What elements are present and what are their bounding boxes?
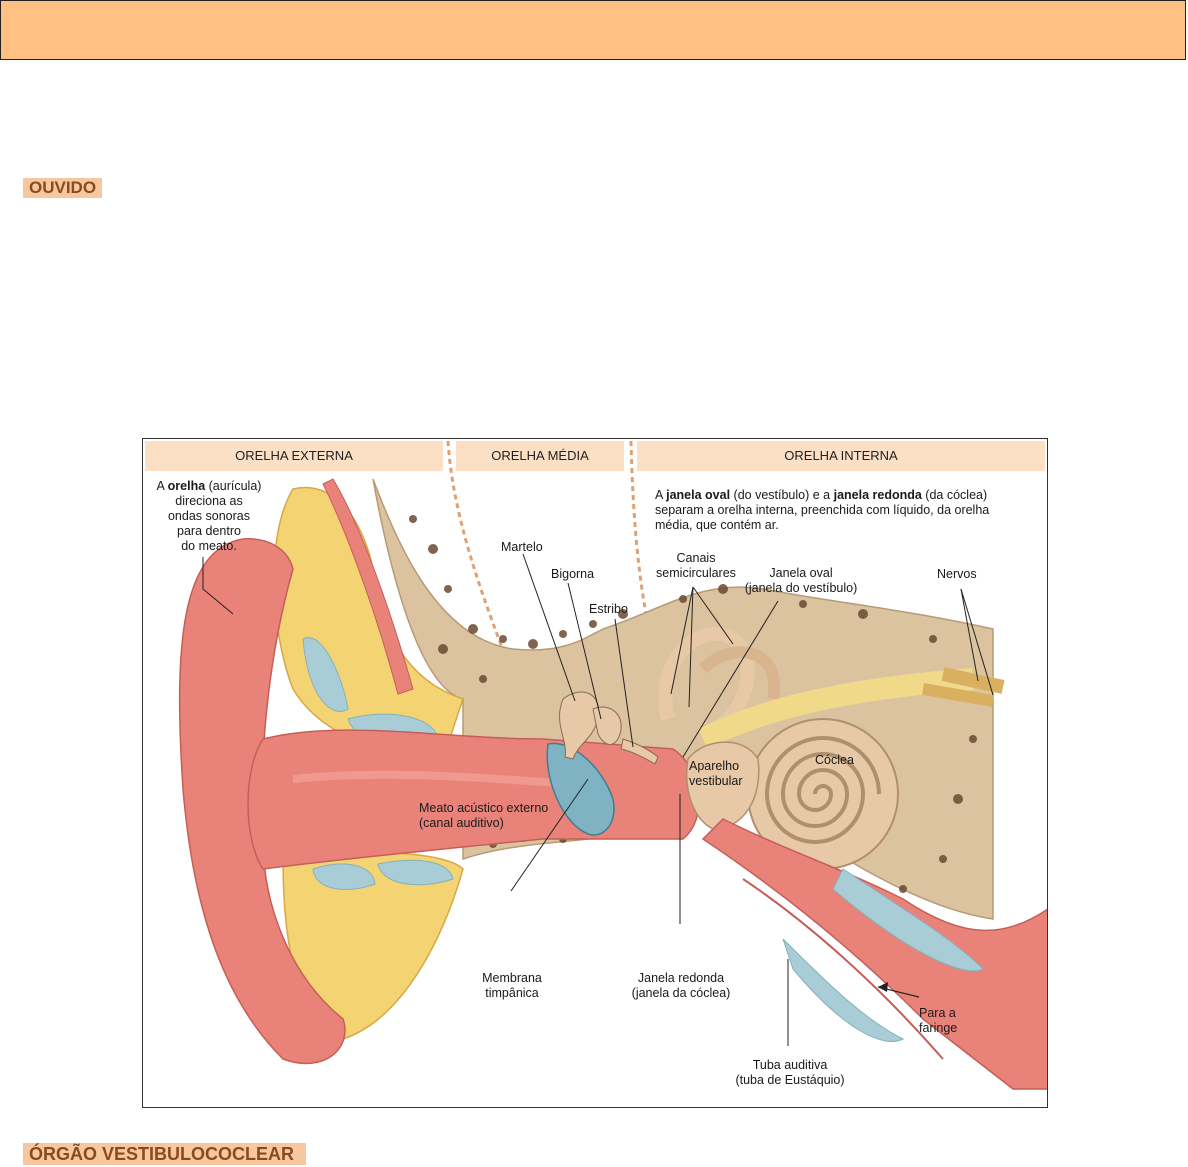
note-external-ear: A orelha (aurícula) direciona as ondas s… [156, 479, 262, 553]
region-orelha-interna: ORELHA INTERNA [637, 441, 1045, 471]
label-bigorna: Bigorna [551, 567, 595, 581]
label-tuba-auditiva: Tuba auditiva(tuba de Eustáquio) [735, 1058, 845, 1087]
section-title-orgao-vestibulococlear: ÓRGÃO VESTIBULOCOCLEAR [23, 1143, 307, 1165]
region-orelha-media: ORELHA MÉDIA [456, 441, 624, 471]
label-nervos: Nervos [937, 567, 977, 581]
ear-illustration [178, 440, 1047, 1090]
region-orelha-externa: ORELHA EXTERNA [145, 441, 443, 471]
label-janela-oval: Janela oval(janela do vestíbulo) [744, 566, 858, 595]
section-title-ouvido: OUVIDO [23, 178, 103, 198]
label-martelo: Martelo [501, 540, 543, 554]
label-coclea: Cóclea [815, 753, 854, 767]
header-bar [0, 0, 1186, 60]
note-internal-ear: A janela oval (do vestíbulo) e a janela … [655, 488, 990, 532]
label-estribo: Estribo [589, 602, 628, 616]
label-janela-redonda: Janela redonda(janela da cóclea) [631, 971, 731, 1000]
label-meato-acustico: Meato acústico externo(canal auditivo) [419, 801, 549, 830]
ear-anatomy-figure: ORELHA EXTERNA ORELHA MÉDIA ORELHA INTER… [142, 438, 1048, 1108]
